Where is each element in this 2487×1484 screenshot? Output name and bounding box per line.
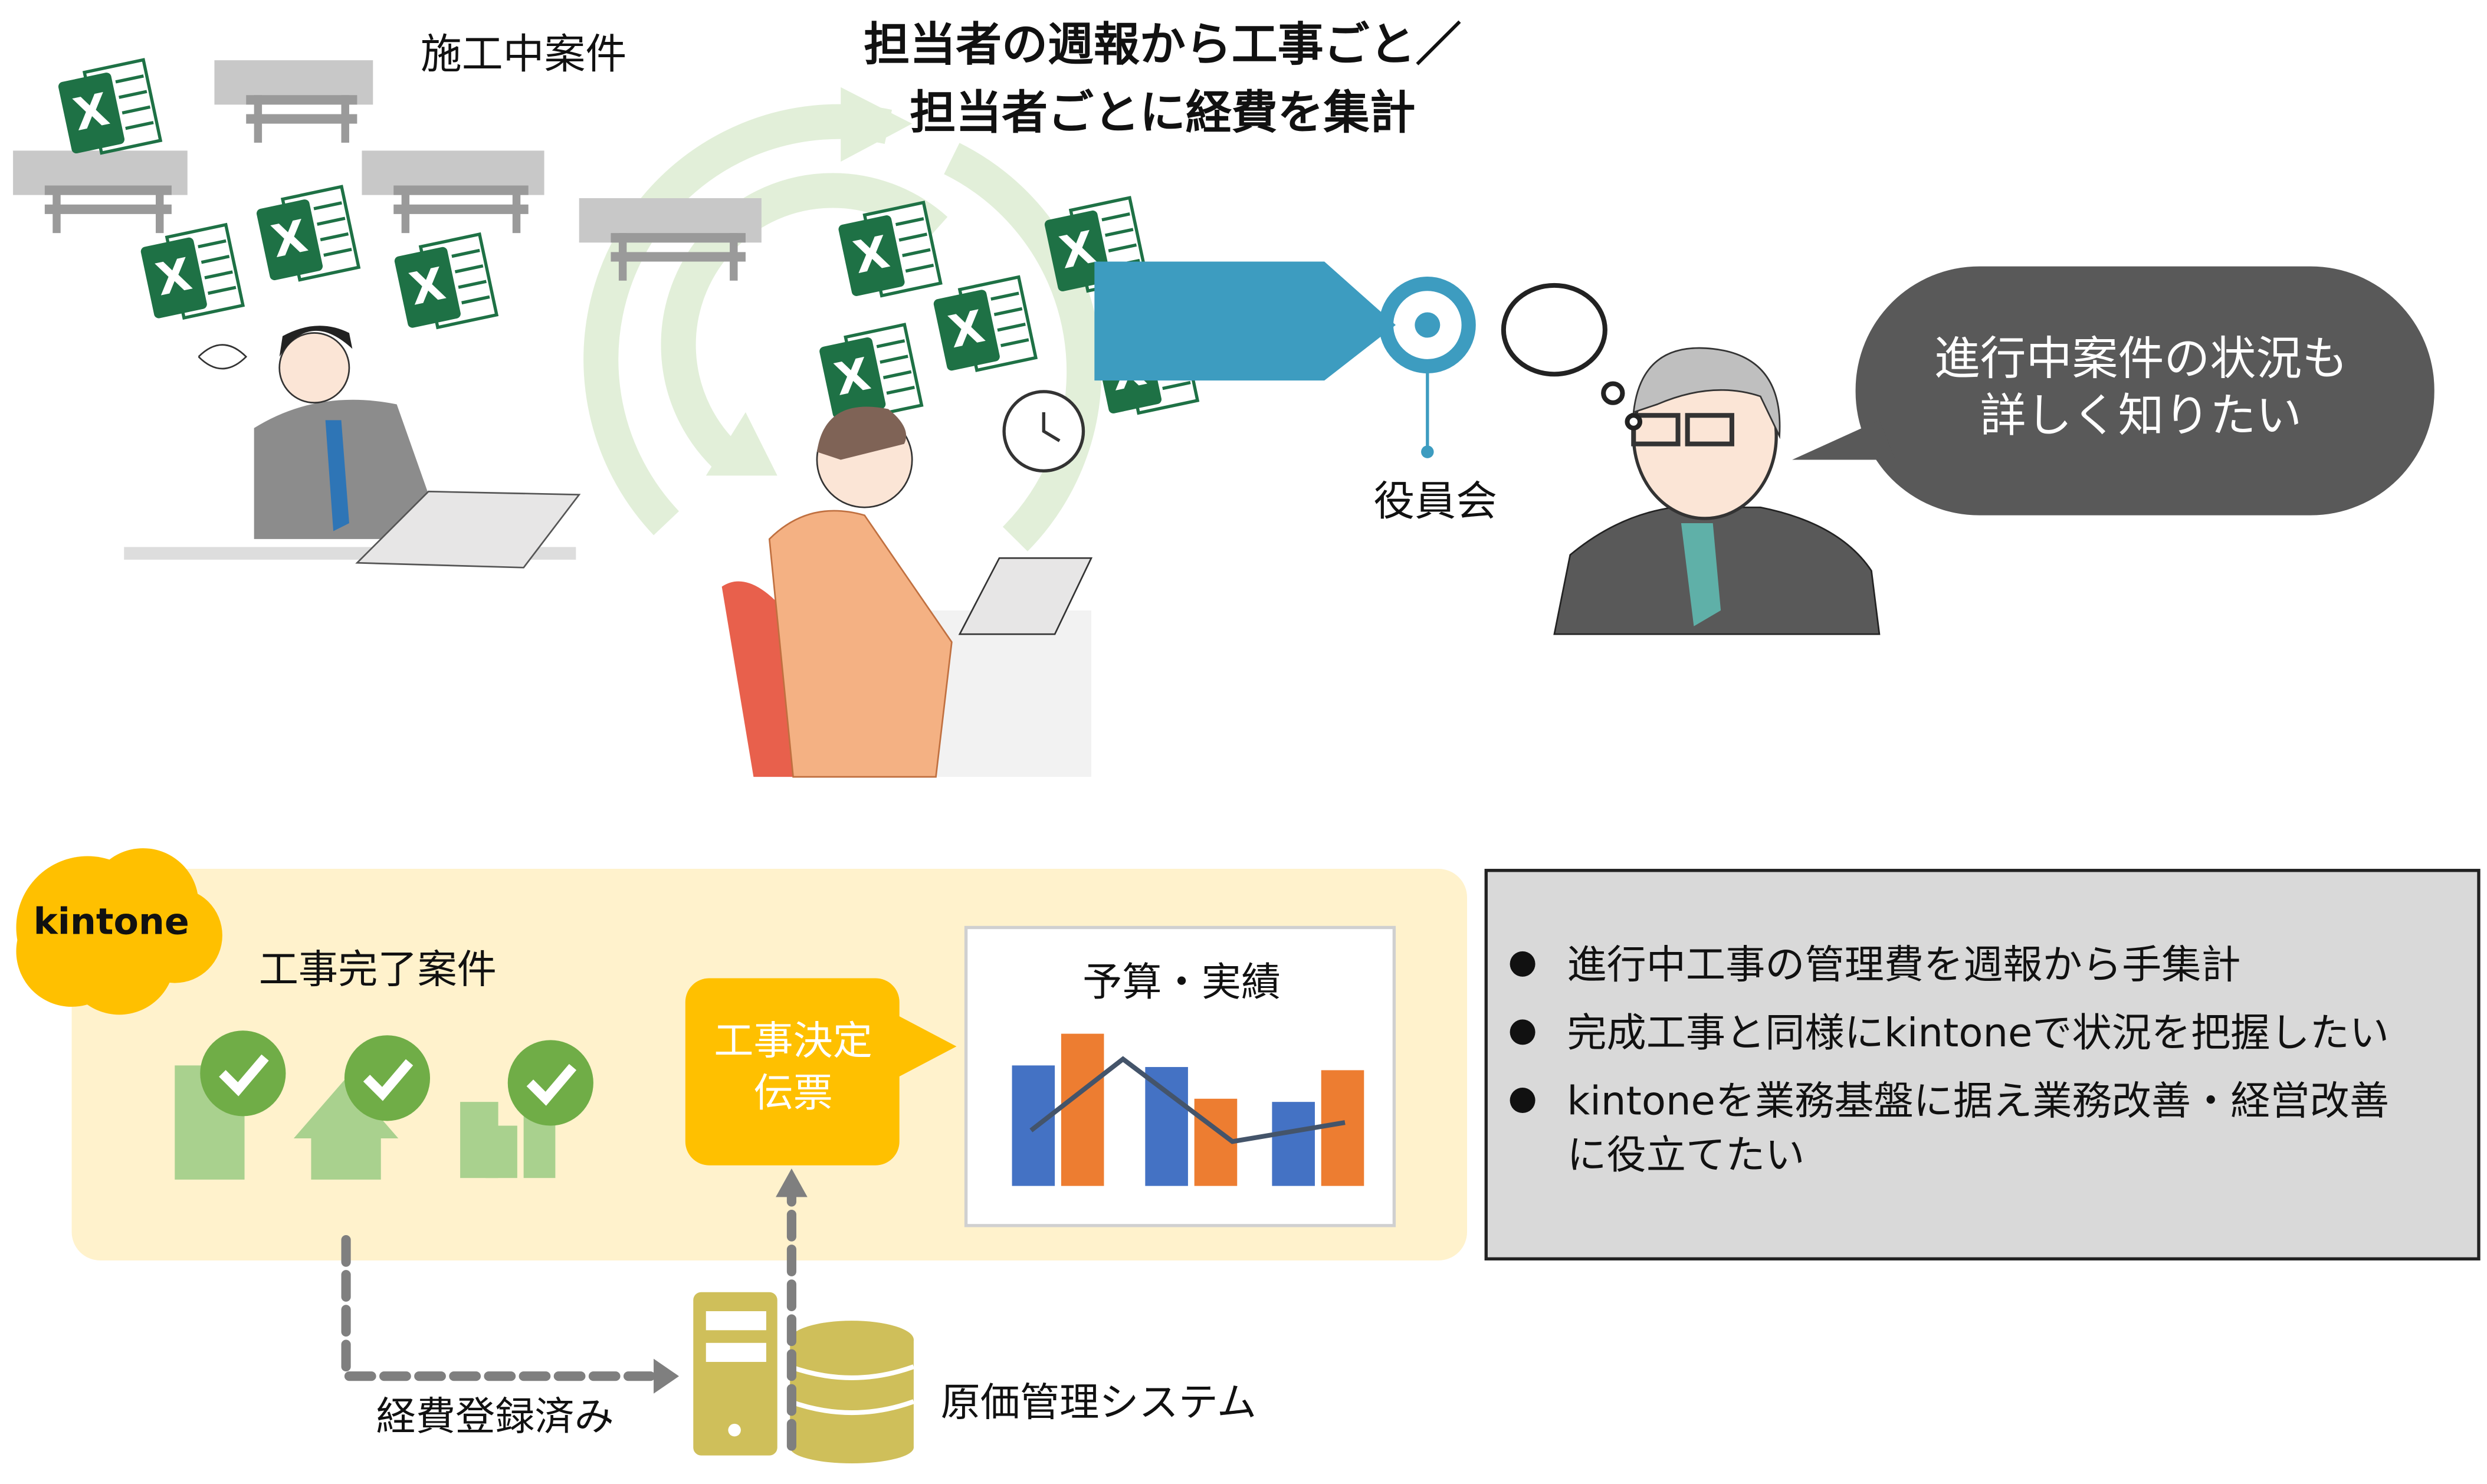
- site-label: 施工中案件: [421, 31, 626, 78]
- voucher-line-1: 工事決定: [714, 1018, 872, 1064]
- bar-budget-3: [1272, 1102, 1315, 1186]
- kintone-logo-text: kintone: [34, 900, 189, 943]
- chart-title: 予算・実績: [1082, 959, 1281, 1005]
- excel-icon: X: [140, 222, 245, 320]
- excel-icon: X: [58, 58, 163, 155]
- cost-system-label: 原価管理システム: [941, 1379, 1256, 1425]
- cycle-arrowhead-icon: [706, 412, 777, 476]
- speech-line-2: 詳しく知りたい: [1980, 389, 2302, 442]
- aggregation-arrow: [1094, 261, 1396, 381]
- check-icon: [344, 1035, 431, 1121]
- busy-worker-illustration: [721, 390, 1093, 778]
- excel-icon: X: [933, 275, 1038, 372]
- arrowhead-up-icon: [776, 1168, 808, 1197]
- arrowhead-right-icon: [654, 1358, 680, 1394]
- server-icon: [693, 1292, 777, 1456]
- bar-actual-3: [1321, 1070, 1364, 1186]
- excel-icon: X: [838, 201, 943, 298]
- bar-budget-2: [1145, 1067, 1188, 1186]
- database-icon: [789, 1321, 915, 1464]
- issues-box: [1484, 869, 2481, 1260]
- construction-site-icons: [13, 60, 762, 281]
- speech-bubble: 進行中案件の状況も 詳しく知りたい: [1792, 266, 2434, 516]
- voucher-box: [685, 978, 900, 1165]
- board-target-dot: [1415, 312, 1441, 338]
- speech-line-1: 進行中案件の状況も: [1934, 332, 2348, 385]
- executive-illustration: [1553, 347, 1881, 635]
- completed-projects-label: 工事完了案件: [259, 947, 497, 993]
- kintone-logo-cloud: [16, 848, 222, 1015]
- trend-line: [1029, 1056, 1346, 1144]
- issue-item: kintoneを業務基盤に据え業務改善・経営改善: [1567, 1078, 2389, 1124]
- bullet-icon: [1510, 1019, 1535, 1045]
- board-pin-dot: [1421, 445, 1434, 458]
- bullet-icon: [1510, 1087, 1535, 1113]
- issue-item: に役立てたい: [1567, 1132, 1804, 1178]
- cycle-arrowhead-icon: [841, 87, 913, 162]
- check-icon: [200, 1030, 286, 1117]
- issue-item: 進行中工事の管理費を週報から手集計: [1567, 942, 2240, 988]
- tired-worker-illustration: [124, 326, 581, 569]
- title-line-2: 担当者ごとに経費を集計: [910, 87, 1415, 140]
- dashed-flow-arrows: [341, 1192, 796, 1451]
- excel-icon: X: [256, 185, 361, 282]
- check-icon: [507, 1040, 593, 1126]
- voucher-line-2: 伝票: [753, 1070, 832, 1116]
- title-line-1: 担当者の週報から工事ごと／: [864, 18, 1461, 71]
- expense-registered-label: 経費登録済み: [376, 1394, 614, 1440]
- issue-item: 完成工事と同様にkintoneで状況を把握したい: [1567, 1010, 2389, 1056]
- voucher-pointer: [896, 1014, 957, 1078]
- bullet-icon: [1510, 951, 1535, 977]
- bar-actual-1: [1061, 1033, 1104, 1186]
- excel-icon: X: [394, 232, 499, 330]
- excel-icon: X: [819, 323, 924, 420]
- board-label: 役員会: [1373, 478, 1497, 526]
- thought-bubble-icon: [1501, 283, 1643, 431]
